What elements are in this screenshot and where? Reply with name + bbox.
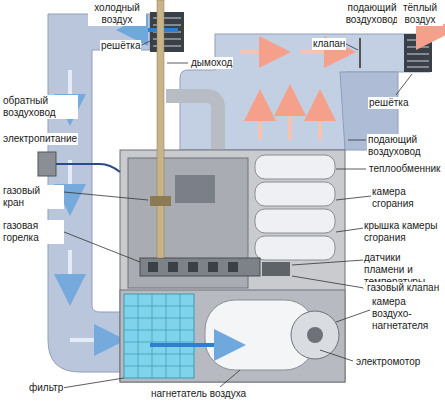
part-label: фильтр <box>28 382 64 394</box>
part-label: обратный воздуховод <box>2 95 78 119</box>
part-label: клапан <box>312 38 346 50</box>
part-label: нагнетатель воздуха <box>150 388 247 400</box>
part-label: решётка <box>100 40 141 52</box>
part-label: камера сгорания <box>371 186 443 210</box>
part-label: электромотор <box>355 356 421 368</box>
part-label: газовый клапан <box>366 282 440 294</box>
part-label: тёплый воздух <box>397 2 443 26</box>
part-label: газовая горелка <box>2 220 64 244</box>
part-label: электропитание <box>2 133 78 145</box>
part-label: теплообменник <box>368 163 441 175</box>
part-label: подающий воздуховод <box>340 2 404 26</box>
part-label: решётка <box>368 97 409 109</box>
part-label: газовый кран <box>2 185 64 209</box>
part-label: холодный воздух <box>88 2 146 26</box>
part-label: крышка камеры сгорания <box>363 220 443 244</box>
part-label: подающий воздуховод <box>367 134 443 158</box>
part-label: дымоход <box>190 57 233 69</box>
part-label: камера воздухо- нагнетателя <box>371 296 443 332</box>
